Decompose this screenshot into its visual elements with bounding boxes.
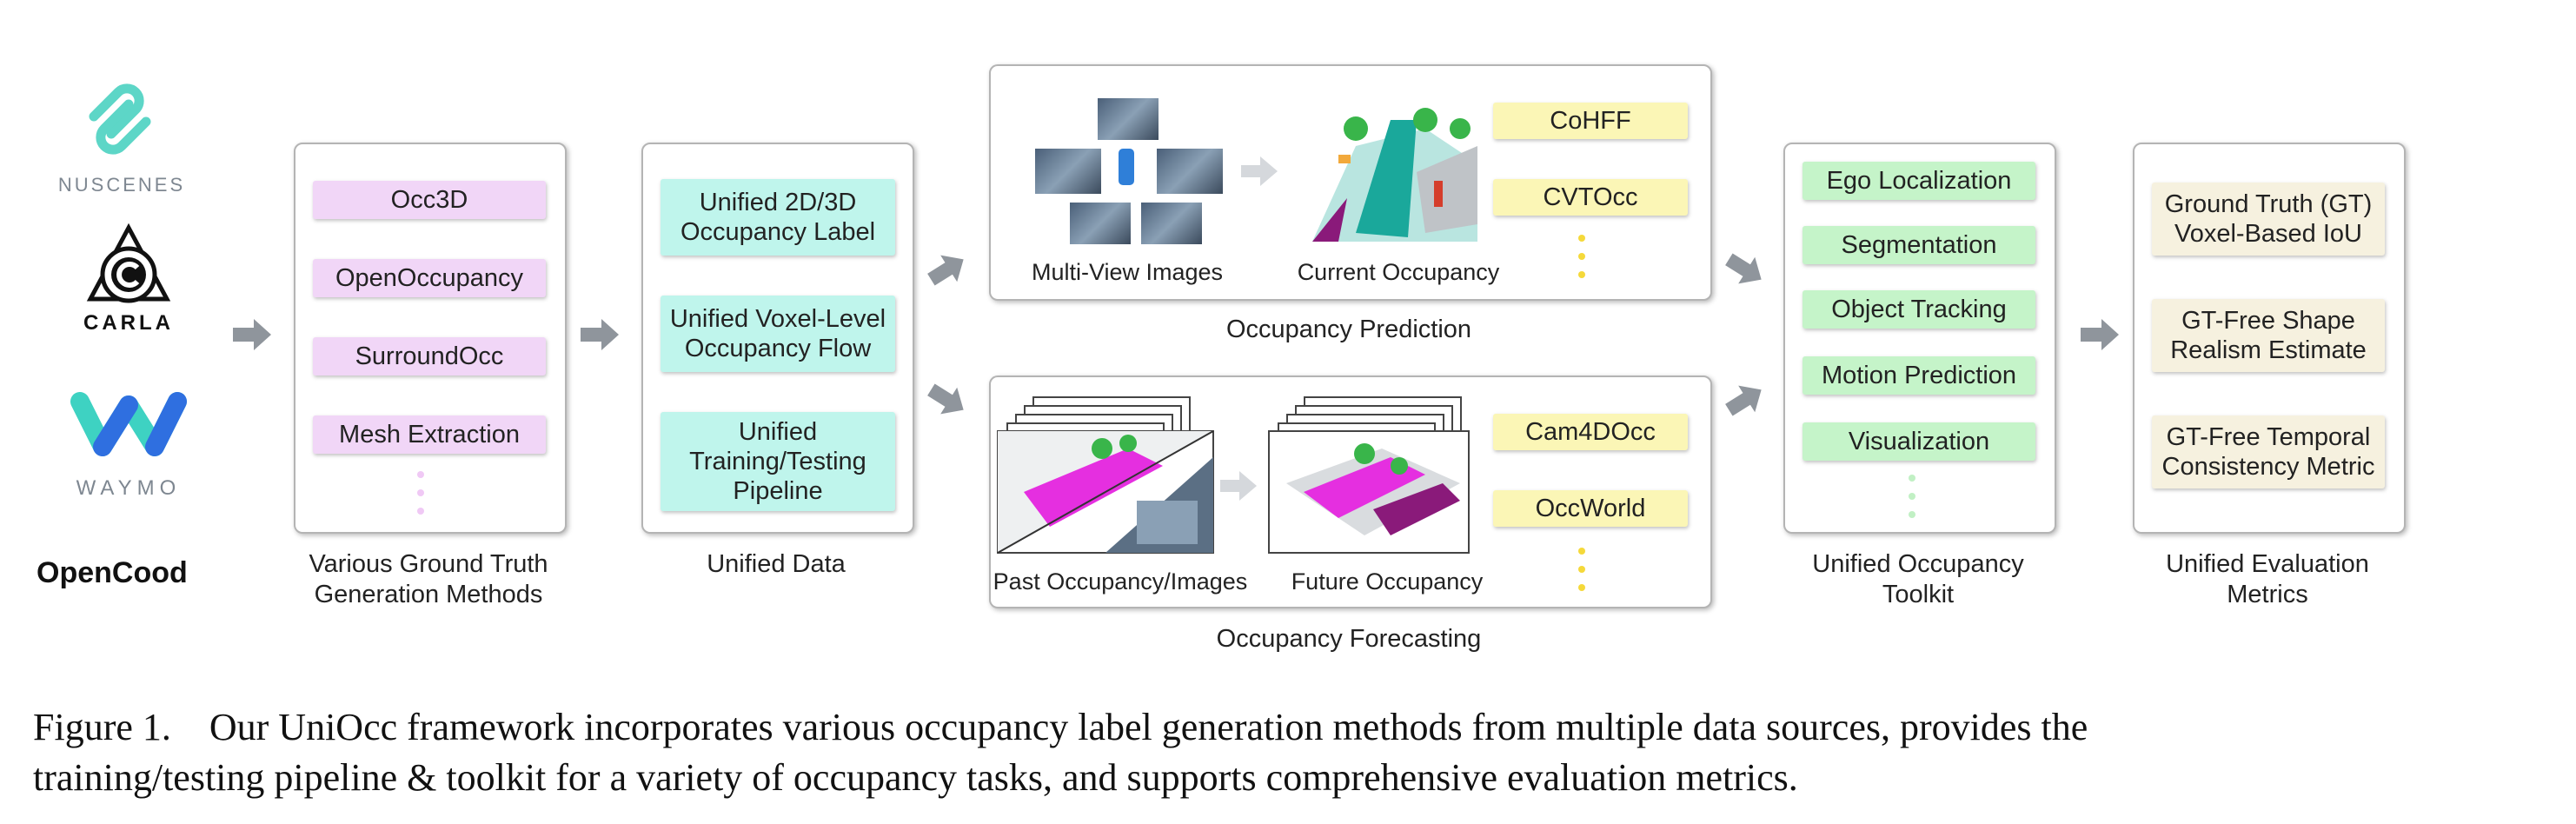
gt-method-openoccupancy: OpenOccupancy <box>313 259 546 297</box>
caption-line-2: training/testing pipeline & toolkit for … <box>33 756 1798 799</box>
opencood-logo-text: OpenCood <box>37 556 188 589</box>
carla-logo-text: CARLA <box>83 311 174 335</box>
past-occupancy-caption: Past Occupancy/Images <box>993 568 1248 595</box>
waymo-logo-text: WAYMO <box>76 476 182 500</box>
light-arrow-icon <box>1220 471 1257 501</box>
multi-view-images-caption: Multi-View Images <box>1031 259 1224 285</box>
more-dots <box>1578 235 1585 289</box>
current-occupancy-caption: Current Occupancy <box>1297 259 1500 285</box>
method-cvtocc: CVTOcc <box>1493 179 1688 216</box>
gt-method-mesh-extraction: Mesh Extraction <box>313 415 546 454</box>
arrow-down-right-icon <box>927 383 964 415</box>
future-occupancy-caption: Future Occupancy <box>1291 568 1484 595</box>
method-cam4docc: Cam4DOcc <box>1493 414 1688 450</box>
gt-method-occ3d: Occ3D <box>313 181 546 219</box>
unified-data-label: Unified Data <box>707 550 846 578</box>
metric-voxel-iou: Ground Truth (GT)Voxel-Based IoU <box>2152 183 2385 256</box>
ego-car-icon <box>1117 147 1136 187</box>
method-occworld: OccWorld <box>1493 490 1688 527</box>
future-occupancy-render <box>1268 430 1470 554</box>
toolkit-visualization: Visualization <box>1803 422 2035 461</box>
past-occupancy-render <box>997 430 1214 554</box>
toolkit-segmentation: Segmentation <box>1803 226 2035 264</box>
arrow-up-right-icon <box>1725 385 1762 416</box>
toolkit-object-tracking: Object Tracking <box>1803 290 2035 329</box>
toolkit-motion-prediction: Motion Prediction <box>1803 356 2035 395</box>
gt-method-surroundocc: SurroundOcc <box>313 337 546 375</box>
current-occupancy-render <box>1312 108 1477 242</box>
toolkit-ego-localization: Ego Localization <box>1803 162 2035 200</box>
more-dots <box>417 471 424 526</box>
figure-caption: Figure 1. Our UniOcc framework incorpora… <box>33 702 2536 803</box>
arrow-icon <box>233 319 271 350</box>
more-dots <box>1578 548 1585 602</box>
arrow-down-right-icon <box>1725 253 1762 284</box>
caption-line-1: Figure 1. Our UniOcc framework incorpora… <box>33 706 2088 748</box>
forecasting-label: Occupancy Forecasting <box>1216 625 1482 653</box>
arrow-up-right-icon <box>927 255 964 286</box>
arrow-icon <box>581 319 619 350</box>
waymo-logo-icon <box>70 392 187 456</box>
prediction-label: Occupancy Prediction <box>1225 316 1472 343</box>
method-cohff: CoHFF <box>1493 103 1688 139</box>
arrow-icon <box>2081 319 2119 350</box>
more-dots <box>1909 475 1915 529</box>
nuscenes-logo-icon <box>89 83 151 155</box>
toolkit-panel <box>1783 143 2056 534</box>
light-arrow-icon <box>1241 156 1278 186</box>
opencood-logo: OpenCood <box>37 556 188 589</box>
carla-logo-icon <box>86 223 171 303</box>
nuscenes-logo-text: NUSCENES <box>57 174 186 196</box>
